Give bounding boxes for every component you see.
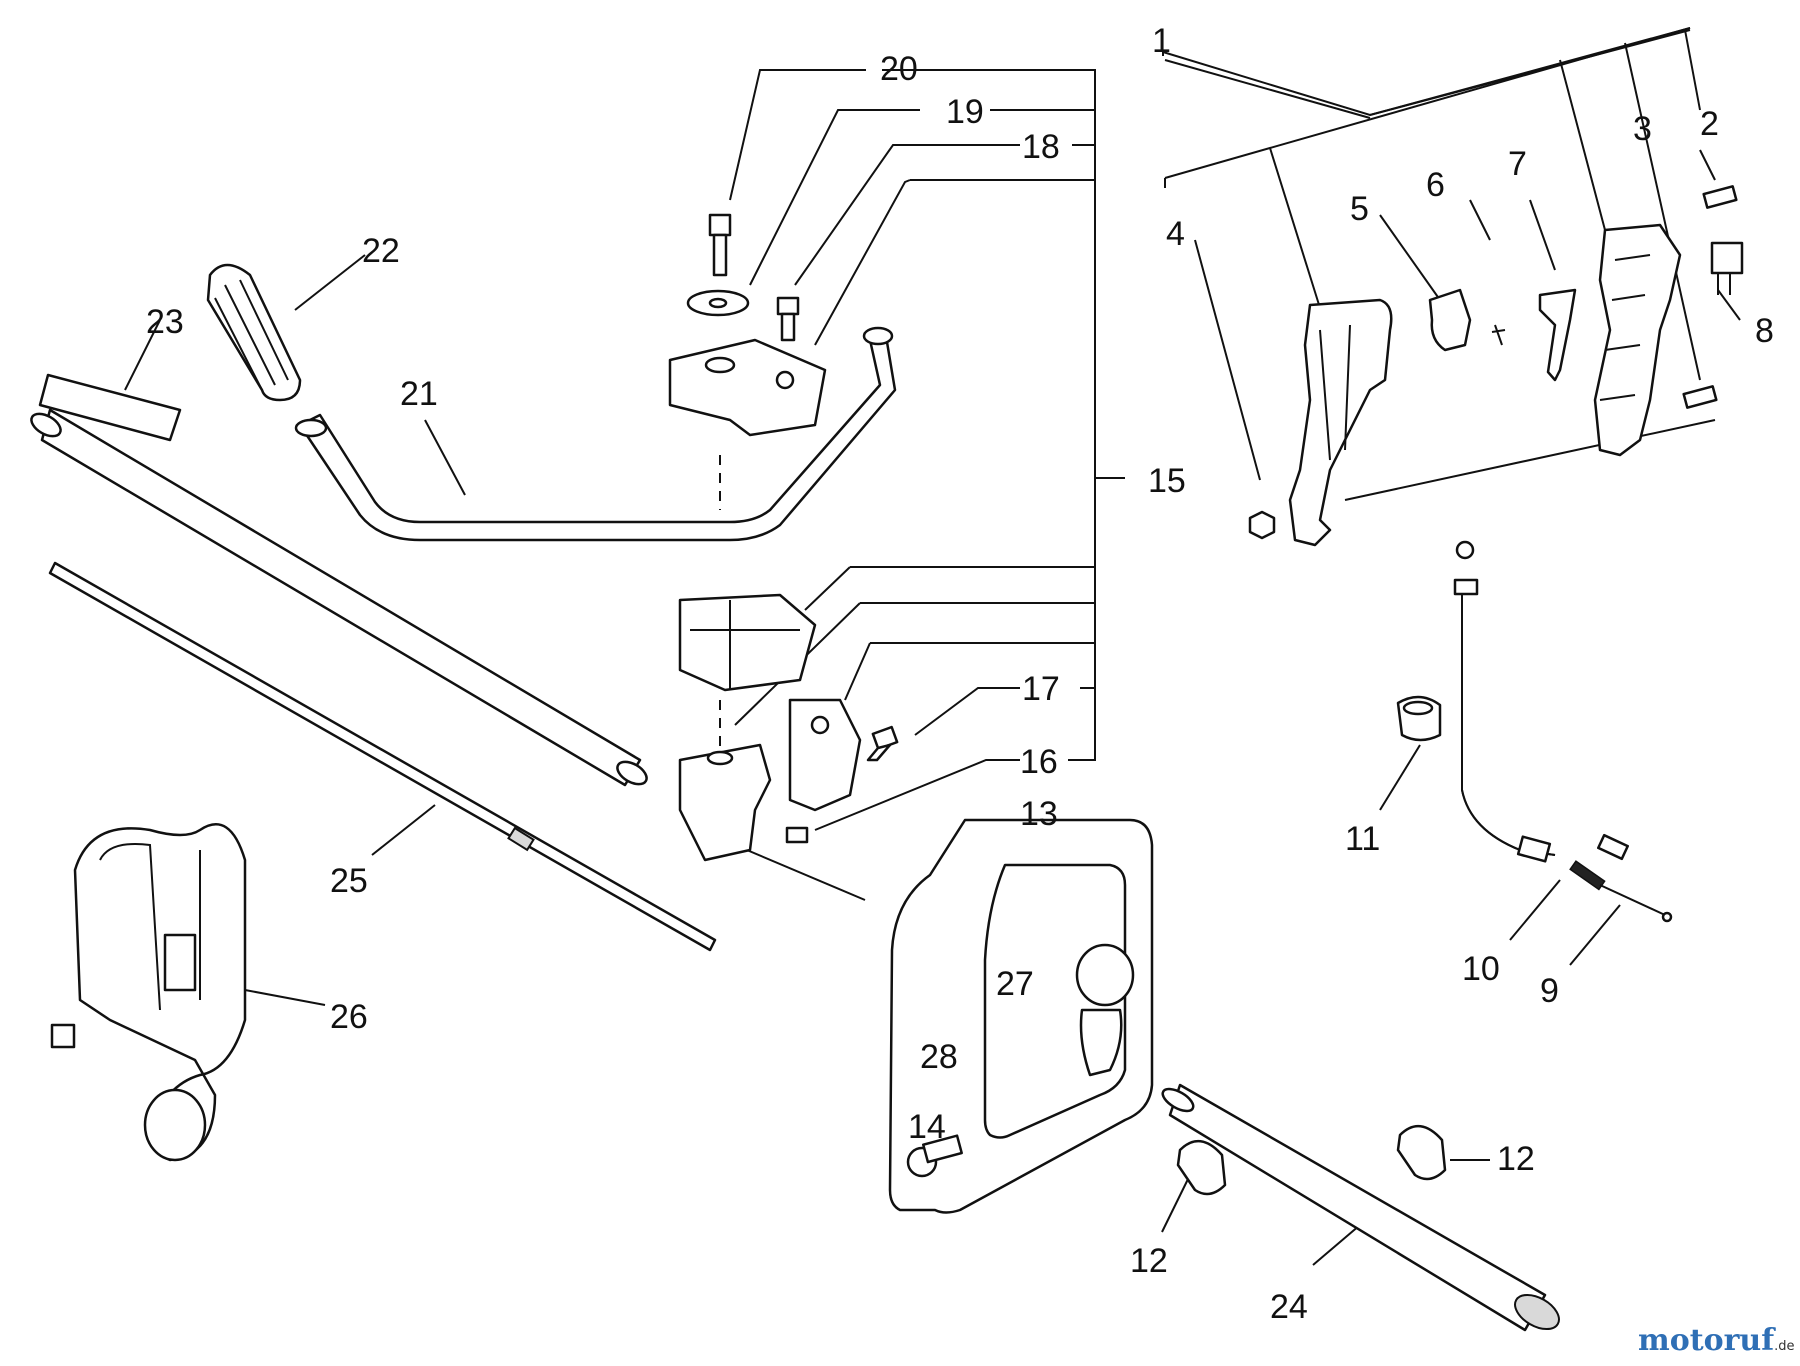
callouts: 1 2 3 4 5 6 7 8 9 10 11 12 12 12 13 14 1…	[146, 22, 1774, 1326]
handle-screw-part	[1682, 185, 1738, 409]
handle-housing-part	[1288, 298, 1393, 547]
callout-11: 11	[1345, 820, 1380, 858]
callout-6: 6	[1426, 166, 1445, 204]
guard-bolt-part	[906, 1134, 963, 1178]
watermark-tld: .de	[1774, 1339, 1794, 1354]
callout-26: 26	[330, 998, 368, 1036]
switch-part	[1710, 241, 1744, 295]
callout-21: 21	[400, 375, 438, 413]
cable-clip-part	[1396, 695, 1442, 742]
handle-bar-part	[294, 326, 897, 542]
callout-13: 13	[1020, 795, 1058, 833]
callout-7: 7	[1508, 145, 1527, 183]
callout-8: 8	[1755, 312, 1774, 350]
callout-28: 28	[920, 1038, 958, 1076]
cable-end-part	[1569, 860, 1673, 923]
callout-2: 2	[1700, 105, 1719, 143]
throttle-cable-part	[1453, 540, 1629, 863]
clamp-screw-part	[866, 725, 899, 762]
hex-nut-part	[1248, 510, 1276, 540]
callout-25: 25	[330, 862, 368, 900]
clamp-plate-part	[668, 338, 827, 437]
callout-24: 24	[1270, 1288, 1308, 1326]
harness-part	[50, 823, 247, 1162]
callout-5: 5	[1350, 190, 1369, 228]
decal-part	[38, 373, 182, 442]
callout-22: 22	[362, 232, 400, 270]
svg-text:motoruf.de: motoruf.de	[1638, 1323, 1795, 1358]
washer-part	[686, 289, 750, 317]
callout-17: 17	[1022, 670, 1060, 708]
callout-19: 19	[946, 93, 984, 131]
guard-frame-part	[888, 818, 1154, 1214]
clip-part	[1075, 943, 1135, 1077]
tube-clamp-part	[1176, 1140, 1227, 1196]
trigger-part	[1428, 288, 1472, 352]
callout-9: 9	[1540, 972, 1559, 1010]
drive-shaft-part	[48, 561, 717, 952]
lever-part	[1538, 288, 1577, 382]
clamp-side-part	[788, 698, 862, 812]
bolt-part	[708, 213, 732, 277]
handle-cover-part	[1593, 223, 1682, 457]
spring-part	[1491, 324, 1506, 346]
callout-18: 18	[1022, 128, 1060, 166]
callout-4: 4	[1166, 215, 1185, 253]
callout-14: 14	[908, 1108, 946, 1146]
callout-1: 1	[1152, 22, 1171, 60]
clamp-upper-part	[678, 593, 817, 692]
leader-lines	[124, 27, 1741, 1266]
tube-clamp-part	[1396, 1125, 1447, 1181]
screw-part	[776, 296, 800, 342]
watermark-logo: motoruf.de	[1638, 1323, 1795, 1358]
clamp-lower-part	[678, 743, 772, 862]
grip-part	[206, 263, 302, 402]
callout-12: 12	[1130, 1242, 1168, 1280]
square-nut-part	[785, 826, 809, 844]
callout-20: 20	[880, 50, 918, 88]
callout-10: 10	[1462, 950, 1500, 988]
callout-27: 27	[996, 965, 1034, 1003]
callout-23: 23	[146, 303, 184, 341]
callout-16: 16	[1020, 743, 1058, 781]
callout-3: 3	[1633, 110, 1652, 148]
callout-12: 12	[1497, 1140, 1535, 1178]
callout-15: 15	[1148, 462, 1186, 500]
shaft-tube-part	[30, 408, 648, 787]
watermark-brand: motoruf	[1638, 1323, 1776, 1358]
tube-part	[1161, 1083, 1560, 1332]
